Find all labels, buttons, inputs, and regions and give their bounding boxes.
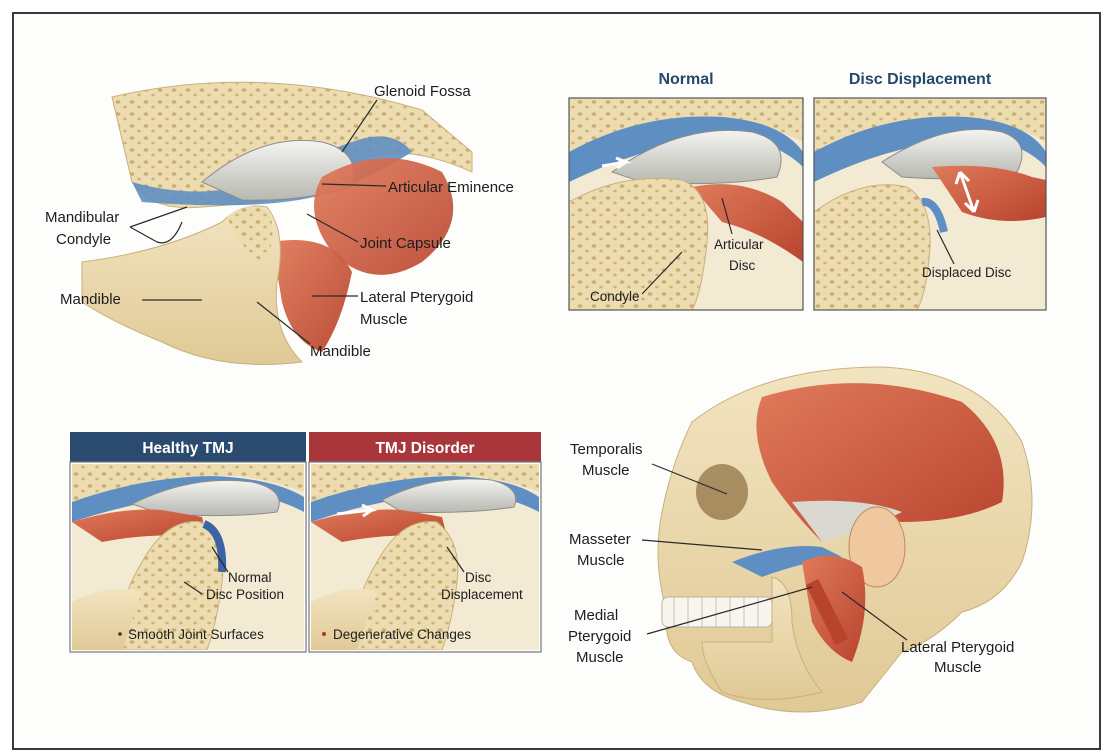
healthy-caption: Smooth Joint Surfaces [128, 627, 264, 642]
label-normal-disc-2: Disc Position [206, 587, 284, 602]
disc-displacement-title: Disc Displacement [849, 71, 992, 88]
label-displaced-disc: Displaced Disc [922, 265, 1012, 280]
label-joint-capsule: Joint Capsule [360, 235, 451, 252]
bullet-icon [322, 632, 326, 636]
label-temporalis-1: Temporalis [570, 441, 643, 458]
label-lateral-pterygoid-2: Muscle [360, 311, 408, 328]
label-glenoid-fossa: Glenoid Fossa [374, 83, 471, 100]
label-medial-1: Medial [574, 607, 618, 624]
label-lateral-pterygoid-skull-2: Muscle [934, 659, 982, 676]
label-lateral-pterygoid-skull-1: Lateral Pterygoid [901, 639, 1014, 656]
label-temporalis-2: Muscle [582, 462, 630, 479]
label-mandibular-condyle-2: Condyle [56, 231, 111, 248]
label-articular-disc-1: Articular [714, 237, 764, 252]
disorder-panel-illustration [311, 464, 539, 650]
label-mandible-left: Mandible [60, 291, 121, 308]
leader-line [130, 207, 187, 243]
label-disc-displacement-1: Disc [465, 570, 491, 585]
label-mandible-bottom: Mandible [310, 343, 371, 360]
label-lateral-pterygoid-1: Lateral Pterygoid [360, 289, 473, 306]
label-masseter-1: Masseter [569, 531, 631, 548]
label-mandibular-condyle-1: Mandibular [45, 209, 119, 226]
label-articular-disc-2: Disc [729, 258, 755, 273]
label-medial-3: Muscle [576, 649, 624, 666]
normal-title: Normal [658, 71, 713, 88]
label-condyle: Condyle [590, 289, 640, 304]
label-disc-displacement-2: Displacement [441, 587, 523, 602]
normal-panel-illustration [569, 98, 803, 310]
bullet-icon [118, 632, 122, 636]
figure-frame: Glenoid Fossa Articular Eminence Mandibu… [12, 12, 1101, 750]
label-masseter-2: Muscle [577, 552, 625, 569]
tmj-disorder-title: TMJ Disorder [375, 440, 474, 457]
label-articular-eminence: Articular Eminence [388, 179, 514, 196]
tmj-diagram: Glenoid Fossa Articular Eminence Mandibu… [14, 14, 1099, 748]
healthy-tmj-title: Healthy TMJ [142, 440, 233, 457]
healthy-panel-illustration [72, 464, 304, 650]
label-normal-disc-1: Normal [228, 570, 272, 585]
label-medial-2: Pterygoid [568, 628, 631, 645]
disorder-caption: Degenerative Changes [333, 627, 471, 642]
